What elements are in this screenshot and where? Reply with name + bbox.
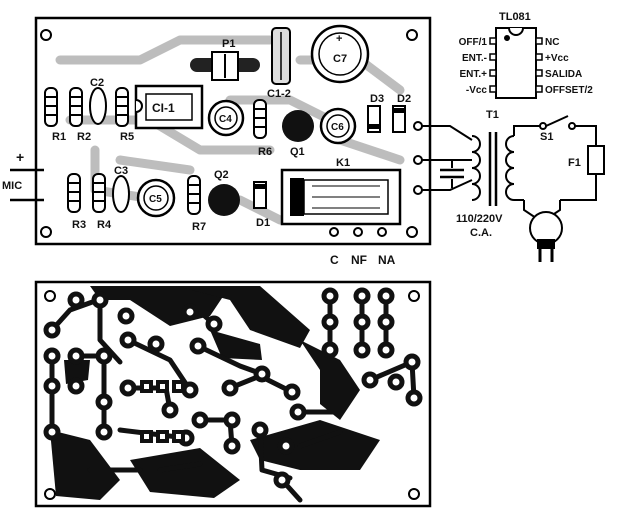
copper-side-board xyxy=(34,280,432,508)
pin-label: ENT.- xyxy=(462,53,487,64)
diode-d2: D2 xyxy=(392,93,411,133)
svg-text:+: + xyxy=(336,33,342,45)
mains-voltage: 110/220V xyxy=(456,213,503,225)
label-t1: T1 xyxy=(486,109,499,121)
pin-label: -Vcc xyxy=(466,85,488,96)
label-ci-1: CI-1 xyxy=(152,101,175,115)
capacitor-c7: + C7 xyxy=(310,24,370,84)
label-r3: R3 xyxy=(72,219,86,231)
mount-hole xyxy=(406,226,418,238)
transformer-secondary xyxy=(505,135,515,201)
label-c5: C5 xyxy=(149,194,162,205)
mount-hole xyxy=(40,29,52,41)
label-f1: F1 xyxy=(568,157,581,169)
pin-label: +Vcc xyxy=(545,53,569,64)
mic-input: + MIC xyxy=(2,149,44,202)
switch-s1 xyxy=(545,115,569,127)
label-c4: C4 xyxy=(219,114,232,125)
label-c2: C2 xyxy=(90,77,104,89)
ic-title: TL081 xyxy=(499,11,531,23)
label-r1: R1 xyxy=(52,131,66,143)
label-q1: Q1 xyxy=(290,146,305,158)
transformer-primary xyxy=(471,135,481,201)
mains-schematic xyxy=(413,115,605,262)
label-c1-2: C1-2 xyxy=(267,88,291,100)
label-d3: D3 xyxy=(370,93,384,105)
pin-label: NC xyxy=(545,37,559,48)
resistor-r6: R6 xyxy=(253,99,272,158)
label-r7: R7 xyxy=(192,221,206,233)
component-side-board: P1 C1-2 + C7 R1 R2 xyxy=(2,16,432,267)
label-r4: R4 xyxy=(97,219,112,231)
pin-label: OFF/1 xyxy=(459,37,488,48)
capacitor-c6: C6 xyxy=(319,107,357,145)
ic-pins-right: NC +Vcc SALIDA OFFSET/2 xyxy=(535,37,593,96)
ic-pins-left: OFF/1 ENT.- ENT.+ -Vcc xyxy=(459,37,497,96)
mount-hole xyxy=(44,290,56,302)
contact-nf: NF xyxy=(351,253,367,267)
label-k1: K1 xyxy=(336,157,350,169)
resistor-r7: R7 xyxy=(187,175,206,233)
label-d2: D2 xyxy=(397,93,411,105)
transistor-q1: Q1 xyxy=(282,110,314,158)
pin-label: ENT.+ xyxy=(459,69,487,80)
label-r6: R6 xyxy=(258,146,272,158)
fuse-f1 xyxy=(587,145,605,175)
capacitor-c3: C3 xyxy=(112,165,130,213)
pin-label: SALIDA xyxy=(545,69,582,80)
resistor-r4: R4 xyxy=(92,173,112,231)
ic-ci-1: CI-1 xyxy=(134,84,204,130)
label-p1: P1 xyxy=(222,38,235,50)
resistor-r2: R2 xyxy=(69,87,91,143)
mount-hole xyxy=(406,29,418,41)
mount-hole xyxy=(40,226,52,238)
label-d1: D1 xyxy=(256,217,270,229)
diode-d1: D1 xyxy=(253,181,270,229)
resistor-r3: R3 xyxy=(67,173,86,231)
diode-d3: D3 xyxy=(367,93,384,133)
label-c7: C7 xyxy=(333,53,347,65)
mic-label: MIC xyxy=(2,180,22,192)
mount-hole xyxy=(408,488,420,500)
relay-contacts: C NF NA xyxy=(329,227,396,267)
relay-k1: K1 xyxy=(280,157,402,226)
transistor-q2: Q2 xyxy=(208,169,240,216)
potentiometer-p1: P1 xyxy=(190,38,260,81)
label-r5: R5 xyxy=(120,131,134,143)
capacitor-c5: C5 xyxy=(136,178,176,218)
capacitor-c2: C2 xyxy=(89,77,107,125)
solder-pads xyxy=(43,287,423,489)
mains-type: C.A. xyxy=(470,227,492,239)
pin-label: OFFSET/2 xyxy=(545,85,593,96)
capacitor-c1-2: C1-2 xyxy=(267,27,291,100)
mount-hole xyxy=(408,290,420,302)
capacitor-c4: C4 xyxy=(207,99,245,137)
ic-pinout-tl081: TL081 OFF/1 ENT.- ENT.+ -Vcc NC +Vcc SAL… xyxy=(459,11,593,99)
contact-na: NA xyxy=(378,253,396,267)
label-r2: R2 xyxy=(77,131,91,143)
resistor-r1: R1 xyxy=(44,87,66,143)
label-s1: S1 xyxy=(540,131,553,143)
mic-plus: + xyxy=(16,149,24,165)
ic-square-pads xyxy=(140,380,185,443)
contact-c: C xyxy=(330,253,339,267)
resistor-r5: R5 xyxy=(115,87,134,143)
label-c3: C3 xyxy=(114,165,128,177)
label-q2: Q2 xyxy=(214,169,229,181)
mount-hole xyxy=(44,488,56,500)
label-c6: C6 xyxy=(331,122,344,133)
